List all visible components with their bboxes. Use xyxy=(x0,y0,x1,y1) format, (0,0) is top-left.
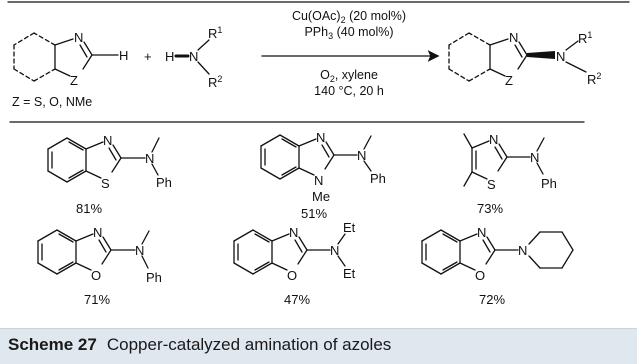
amine-r1-sup: 1 xyxy=(217,25,222,35)
amine-r2: R xyxy=(208,75,217,90)
caption-bar: Scheme 27 Copper-catalyzed amination of a… xyxy=(0,328,637,364)
amine-h-label: H xyxy=(165,49,174,64)
amine-reagent: H N R1 R2 xyxy=(165,25,222,90)
azole-n-label: N xyxy=(74,30,83,45)
p2-ph: Ph xyxy=(370,171,386,186)
p2-atom-n1: N xyxy=(314,173,323,188)
product-3: N S N Ph xyxy=(463,132,557,192)
catalyst-conditions: Cu(OAc)2 (20 mol%) xyxy=(292,9,406,25)
svg-text:R1: R1 xyxy=(578,30,592,46)
amine-r2-sup: 2 xyxy=(217,74,222,84)
azole-h-label: H xyxy=(119,48,128,63)
p4-atom-n2: N xyxy=(135,243,144,258)
product-r2: R xyxy=(587,72,596,87)
p5-et-1: Et xyxy=(343,220,356,235)
p3-atom-n2: N xyxy=(530,150,539,165)
product-amine-n: N xyxy=(556,49,565,64)
scheme-caption: Scheme 27 Copper-catalyzed amination of a… xyxy=(8,335,391,355)
p3-atom-n: N xyxy=(489,132,498,147)
starting-azole: N Z H xyxy=(13,30,128,88)
product-r1-sup: 1 xyxy=(587,30,592,40)
p1-atom-n: N xyxy=(103,133,112,148)
general-product: N Z N R1 R2 xyxy=(448,30,601,88)
svg-text:R1: R1 xyxy=(208,25,222,41)
p2-atom-n2: N xyxy=(357,148,366,163)
product-z-label: Z xyxy=(505,73,513,88)
yield-product-4: 71% xyxy=(84,292,110,307)
product-5: N O N Et Et xyxy=(233,220,356,283)
yield-product-5: 47% xyxy=(284,292,310,307)
product-r1: R xyxy=(578,31,587,46)
yield-product-3: 73% xyxy=(477,201,503,216)
z-definition: Z = S, O, NMe xyxy=(12,95,92,109)
svg-text:R2: R2 xyxy=(208,74,222,90)
ligand-conditions: PPh3 (40 mol%) xyxy=(304,25,393,41)
caption-label: Scheme 27 xyxy=(8,335,97,354)
reaction-arrow xyxy=(261,50,440,62)
p5-atom-o: O xyxy=(287,268,297,283)
product-1: N S N Ph xyxy=(47,133,172,191)
amine-n-label: N xyxy=(189,49,198,64)
plus-sign: + xyxy=(144,49,152,64)
p2-me: Me xyxy=(312,189,330,204)
oxidant-solvent: O2, xylene xyxy=(320,68,378,84)
caption-title: Copper-catalyzed amination of azoles xyxy=(106,335,392,354)
p2-atom-n: N xyxy=(316,130,325,145)
yield-product-6: 72% xyxy=(479,292,505,307)
yield-product-1: 81% xyxy=(76,201,102,216)
p4-atom-n: N xyxy=(93,225,102,240)
p6-atom-n: N xyxy=(477,225,486,240)
p1-atom-s: S xyxy=(101,176,110,191)
p4-ph: Ph xyxy=(146,270,162,285)
p6-atom-o: O xyxy=(475,268,485,283)
amine-r1: R xyxy=(208,26,217,41)
scheme-drawing: N Z H + H N R1 R2 Z = S, O, NMe Cu(OAc)2… xyxy=(7,1,630,307)
p4-atom-o: O xyxy=(91,268,101,283)
p5-et-2: Et xyxy=(343,266,356,281)
svg-text:R2: R2 xyxy=(587,71,601,87)
p1-ph: Ph xyxy=(156,175,172,190)
product-2: N N Me N Ph xyxy=(260,130,386,204)
p5-atom-n: N xyxy=(289,225,298,240)
p6-atom-n2: N xyxy=(518,243,527,258)
temperature-time: 140 °C, 20 h xyxy=(314,84,384,98)
product-4: N O N Ph xyxy=(37,225,162,285)
p3-ph: Ph xyxy=(541,176,557,191)
yield-product-2: 51% xyxy=(301,206,327,221)
product-r2-sup: 2 xyxy=(596,71,601,81)
p1-atom-n2: N xyxy=(145,151,154,166)
p5-atom-n2: N xyxy=(330,243,339,258)
product-6: N O N xyxy=(421,225,574,283)
product-n-label: N xyxy=(509,30,518,45)
azole-z-label: Z xyxy=(70,73,78,88)
p3-atom-s: S xyxy=(487,177,496,192)
